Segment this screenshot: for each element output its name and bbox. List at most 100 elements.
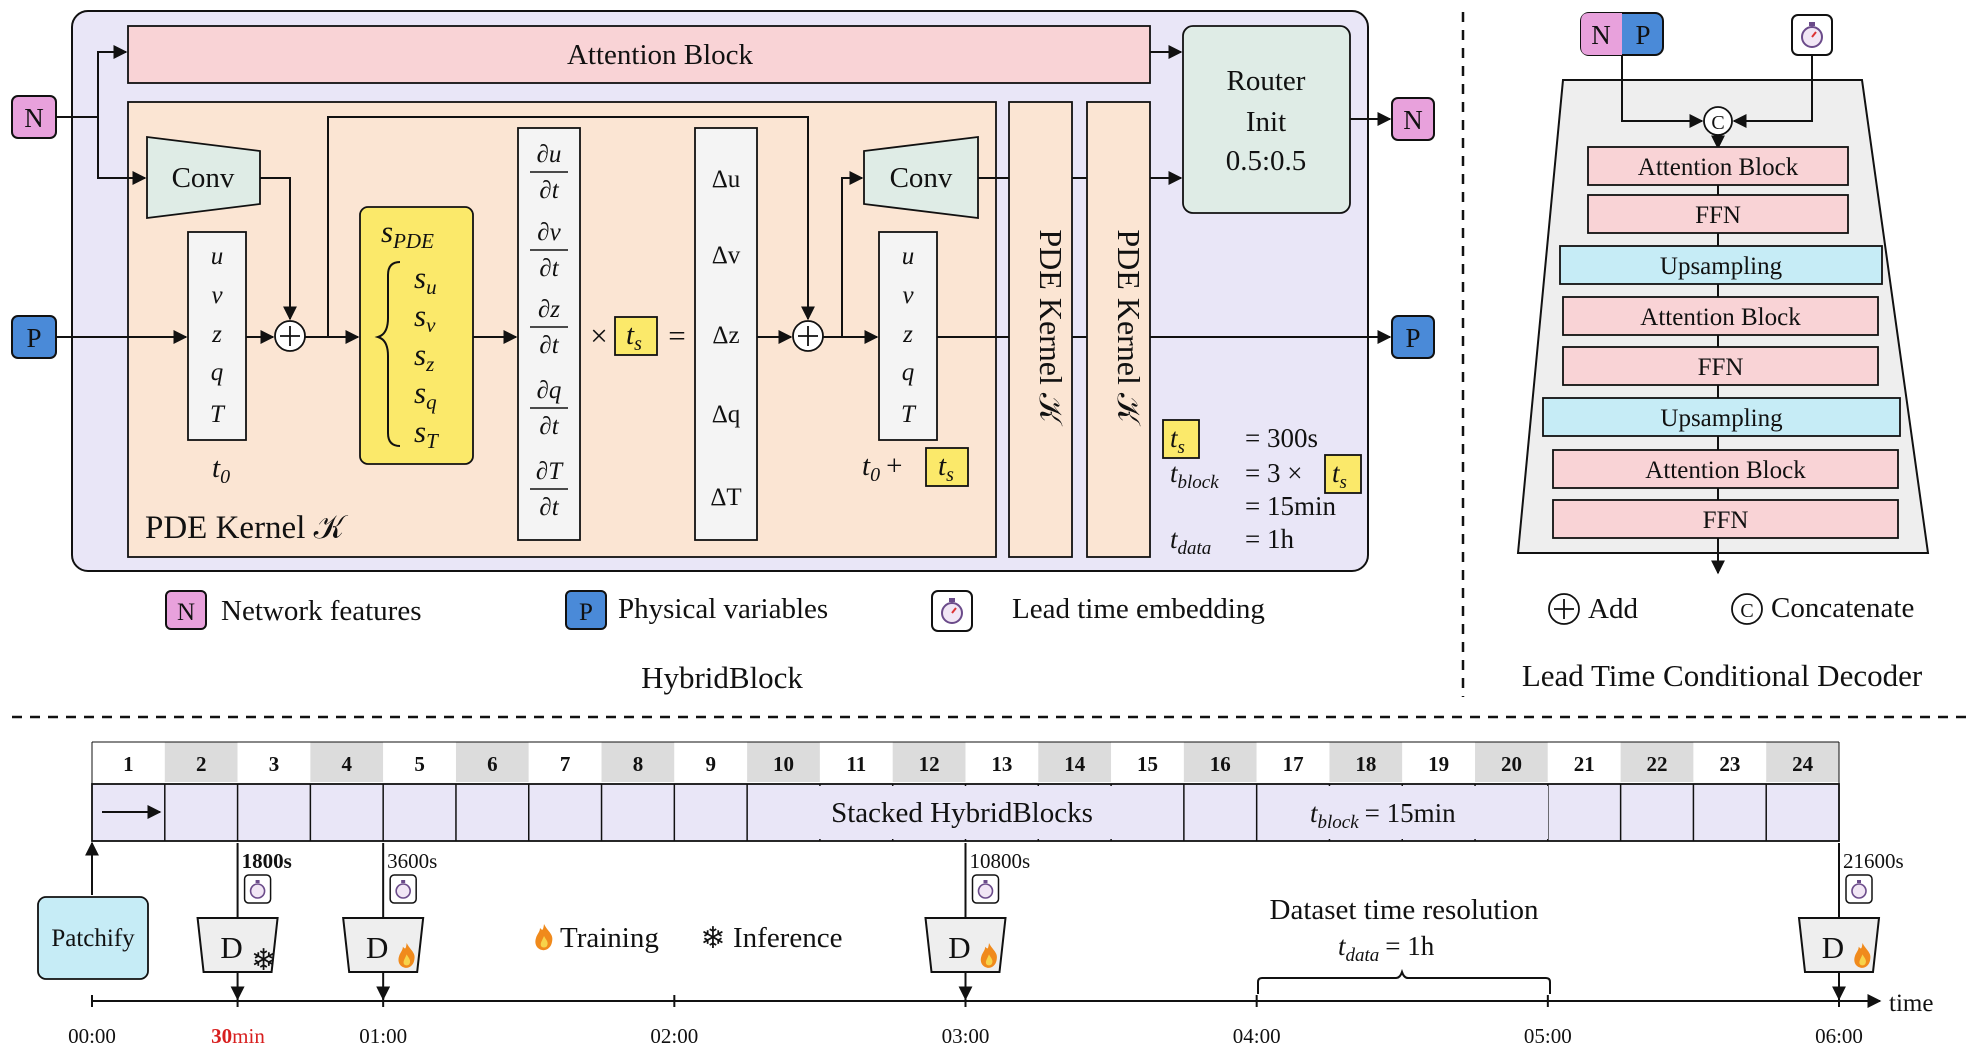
pde-kernel-vertical-1-label: PDE Kernel 𝒦 [1033, 229, 1069, 427]
pde-kernel-vertical-1 [1008, 101, 1073, 558]
ts-badge-1-label: ts [626, 319, 642, 355]
block-number-cell [601, 742, 675, 782]
fire-icon [980, 943, 997, 968]
block-number: 10 [773, 752, 794, 776]
tblock-label: tblock= 15min [1310, 798, 1456, 833]
s-pde-label: sPDE [381, 214, 434, 253]
legend-n-letter: N [177, 599, 195, 626]
delta-z: Δz [712, 322, 739, 349]
conv-2-label: Conv [890, 162, 953, 194]
decoder-layer-attention-block [1552, 449, 1899, 489]
block-number: 19 [1428, 752, 1449, 776]
tblock-label-bg [1298, 786, 1548, 839]
hybrid-connections [56, 45, 1392, 344]
derivative-dv: ∂v ∂t [530, 219, 568, 282]
training-label: Training [560, 922, 659, 954]
decoder-layer-ffn [1562, 346, 1879, 386]
block-number: 6 [487, 752, 498, 776]
tblock-note-label: tblock [1170, 458, 1219, 493]
s-pde-brace [374, 261, 401, 447]
state2-v: v [902, 282, 914, 309]
delta-u: Δu [712, 166, 741, 193]
block-number: 22 [1647, 752, 1668, 776]
block-number-cell [819, 742, 893, 782]
lead-time-label: 1800s [242, 849, 292, 873]
hybrid-block: Attention Block Router Init 0.5:0.5 PDE … [11, 10, 1435, 572]
patchify-label: Patchify [51, 925, 135, 952]
block-number: 16 [1210, 752, 1231, 776]
ts-note-badge [1162, 419, 1200, 459]
lead-stopwatch-icon [243, 874, 272, 904]
ts-badge-2 [925, 447, 969, 487]
s-term-v: sv [414, 298, 436, 337]
state-vector-t0-ts [878, 231, 938, 441]
router-line-2: Init [1246, 106, 1286, 138]
block-number-cell [1402, 742, 1476, 782]
derivative-du: ∂u ∂t [530, 141, 568, 204]
derivative-dv-den: ∂t [539, 255, 559, 282]
time-tick-label: 00:00 [68, 1024, 116, 1048]
block-number: 4 [342, 752, 353, 776]
block-number: 13 [991, 752, 1012, 776]
block-number: 2 [196, 752, 207, 776]
block-number: 15 [1137, 752, 1158, 776]
derivative-dq: ∂q ∂t [530, 377, 568, 440]
state-T: T [210, 401, 226, 428]
derivative-dq-den: ∂t [539, 413, 559, 440]
block-number: 20 [1501, 752, 1522, 776]
inference-label: Inference [733, 922, 842, 954]
lead-stopwatch-icon [971, 874, 1000, 904]
conv-1 [146, 135, 261, 220]
block-number-cell [164, 742, 238, 782]
block-number-cell [747, 742, 820, 782]
decoder-layer-upsampling [1559, 245, 1883, 285]
block-number: 17 [1283, 752, 1304, 776]
time-tick-label: 02:00 [650, 1024, 698, 1048]
attention-block [127, 25, 1151, 84]
time-tick-label: 05:00 [1524, 1024, 1572, 1048]
equals-sign: = [668, 318, 685, 353]
derivative-dz-den: ∂t [539, 332, 559, 359]
block-number-cell [892, 742, 966, 782]
block-number-cell [1693, 742, 1767, 782]
time-tick-label: 06:00 [1815, 1024, 1863, 1048]
block-number: 3 [269, 752, 280, 776]
legend-concat-icon [1731, 593, 1763, 625]
decoder-layer-ffn [1552, 499, 1899, 539]
block-number-cell [92, 742, 165, 782]
state2-z: z [902, 321, 913, 348]
block-number-cell [1038, 742, 1112, 782]
state2-q: q [902, 359, 915, 386]
derivative-dz: ∂z ∂t [530, 296, 568, 359]
decoder-layer-label: Upsampling [1660, 405, 1783, 432]
block-number-cell [1547, 742, 1621, 782]
decoder-connections [1621, 55, 1813, 575]
state-q: q [211, 359, 224, 386]
conv-1-label: Conv [172, 162, 235, 194]
derivative-dv-num: ∂v [537, 219, 561, 246]
block-number-cell [1256, 742, 1330, 782]
p-output-badge [1391, 315, 1435, 359]
decoder-layer-label: FFN [1703, 507, 1749, 534]
decoder-layer-attention-block [1587, 146, 1849, 186]
decoder-stopwatch-icon [1791, 14, 1833, 56]
derivative-du-den: ∂t [539, 177, 559, 204]
state-u: u [211, 243, 224, 270]
time-tick-label: 03:00 [942, 1024, 990, 1048]
block-number: 21 [1574, 752, 1595, 776]
block-number: 7 [560, 752, 571, 776]
s-term-z: sz [414, 337, 434, 376]
n-output-label: N [1403, 105, 1423, 135]
tick-30min: 30min [211, 1024, 265, 1048]
pde-kernel-label: PDE Kernel 𝒦 [145, 510, 349, 546]
time-tick-label: 01:00 [359, 1024, 407, 1048]
tdata-note-label: tdata [1170, 524, 1211, 559]
block-number-cell [674, 742, 748, 782]
decoder-layer-label: Attention Block [1640, 304, 1801, 331]
